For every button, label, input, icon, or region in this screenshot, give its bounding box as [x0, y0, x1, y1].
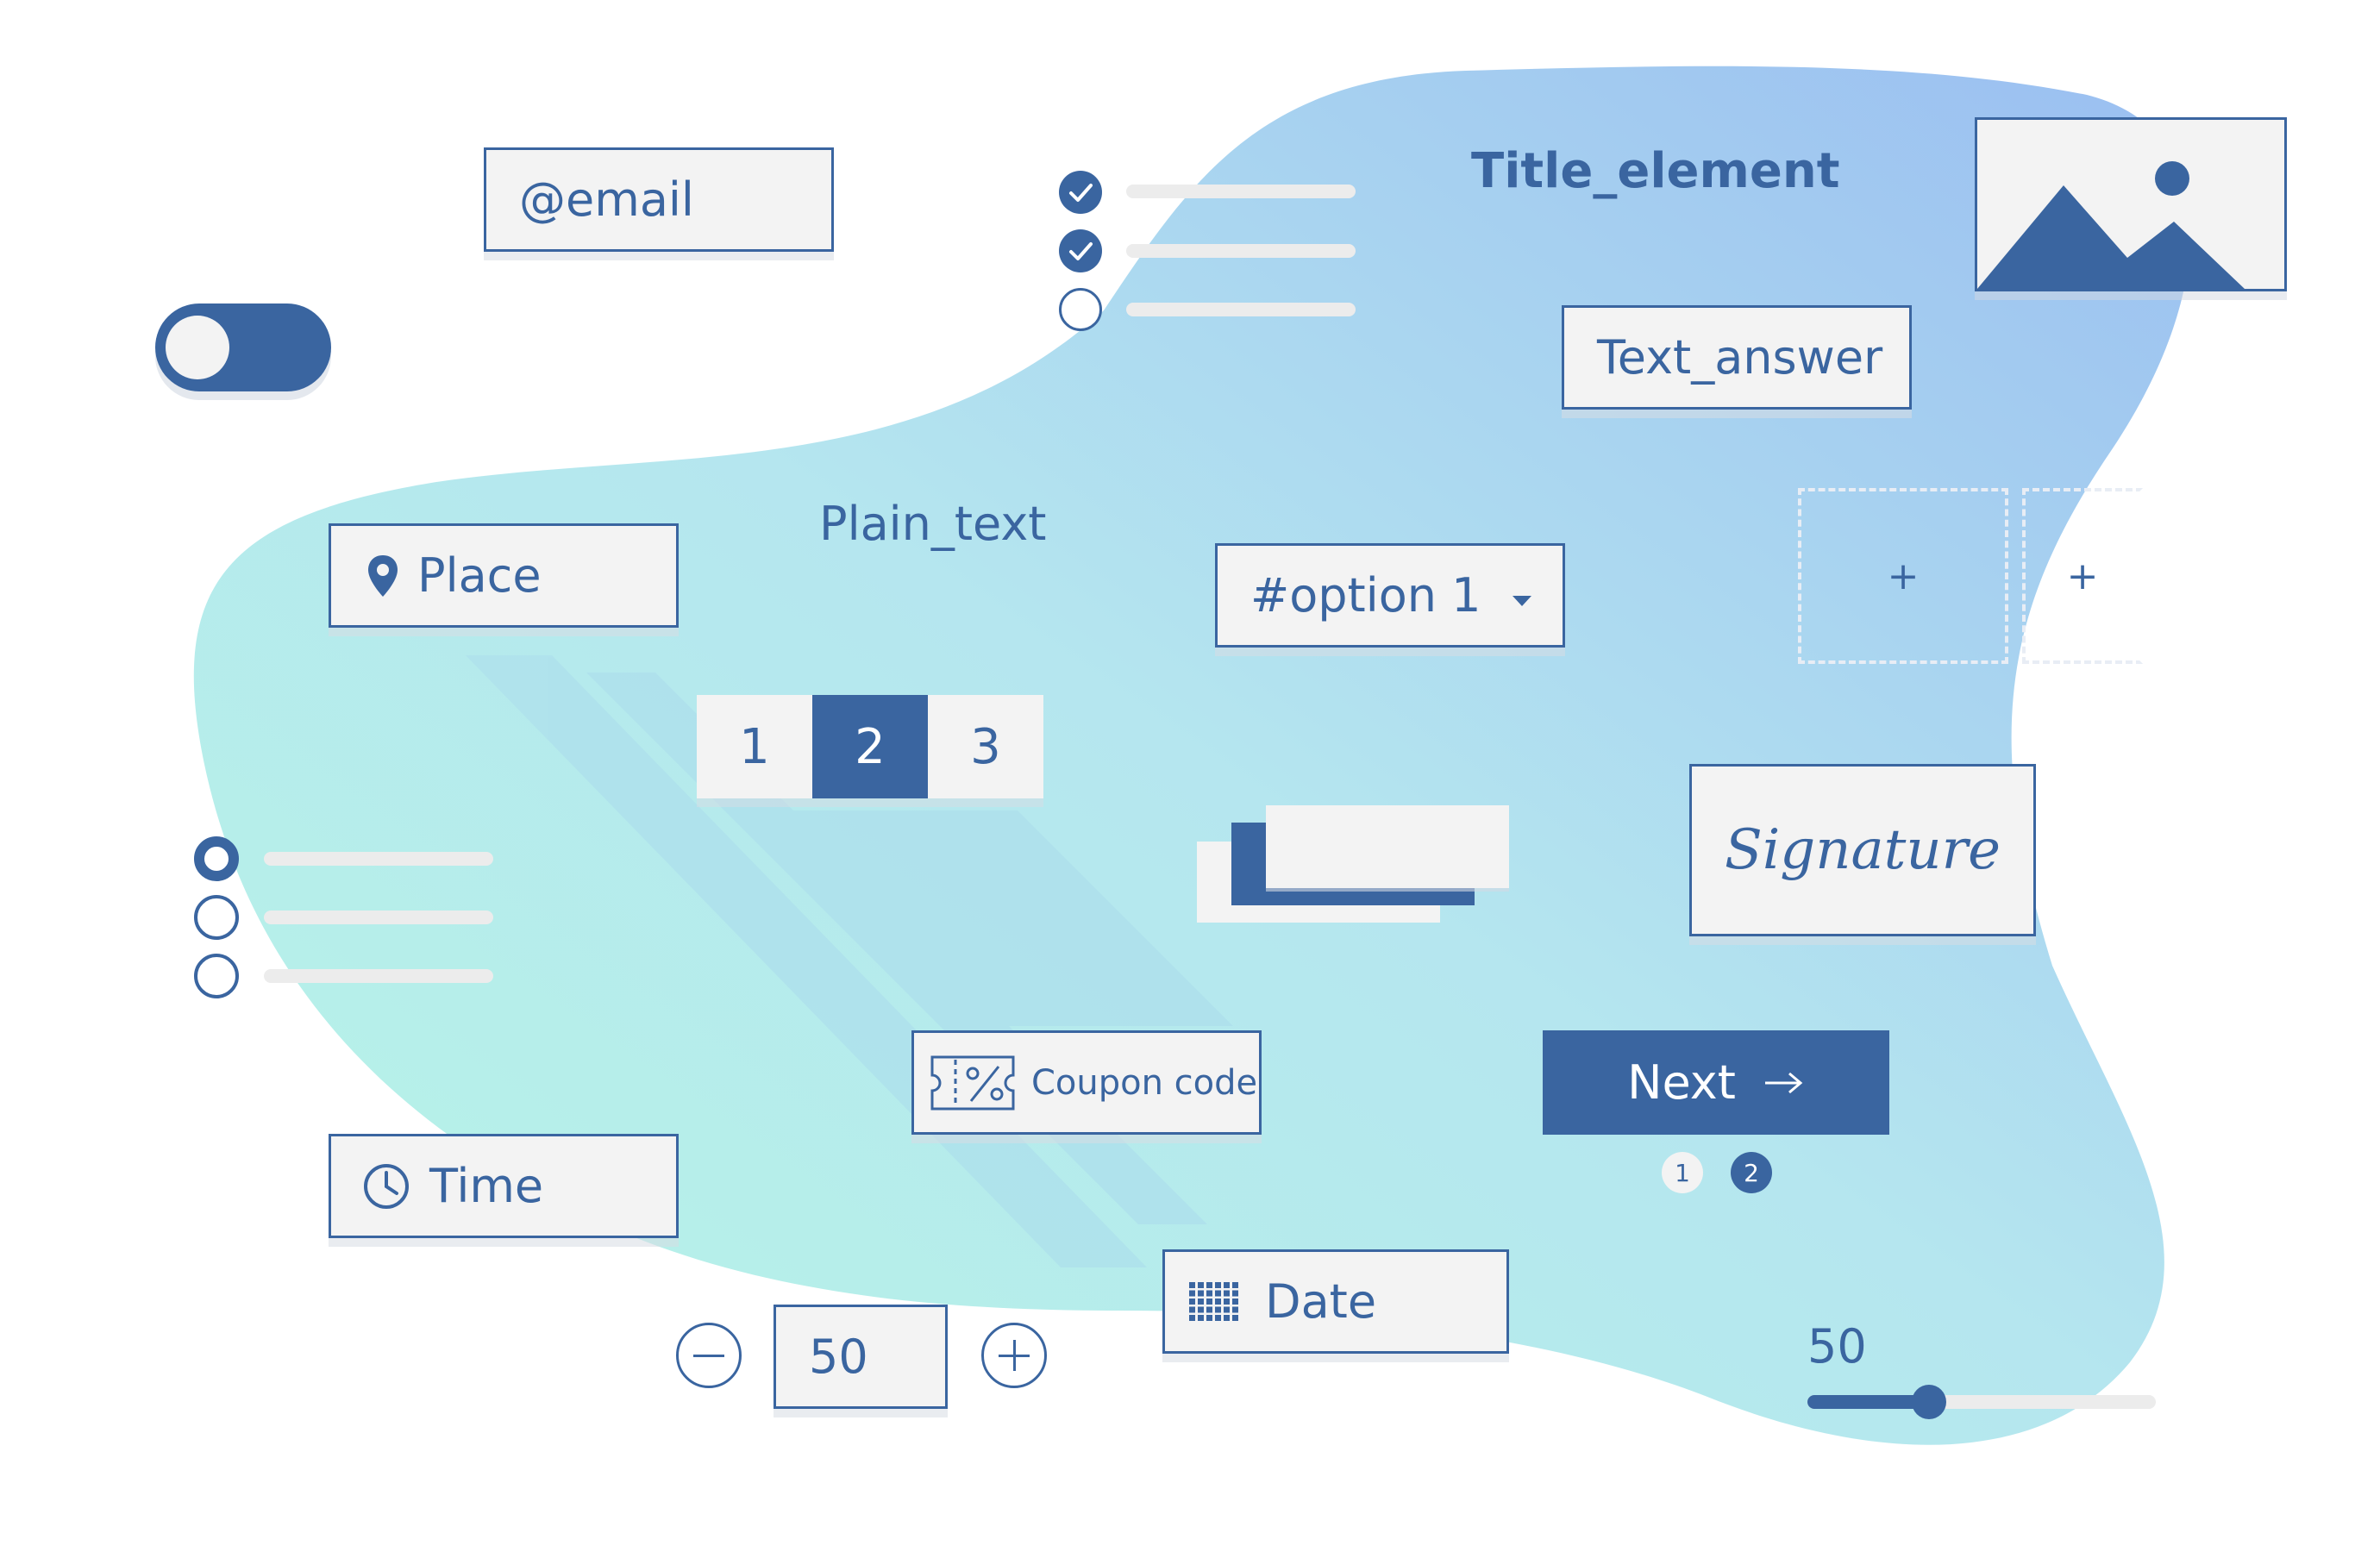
place-field[interactable]: Place — [329, 523, 679, 628]
coupon-code-field[interactable]: Coupon code — [911, 1030, 1262, 1135]
decrement-button[interactable] — [676, 1323, 742, 1388]
check-icon — [1069, 242, 1093, 260]
signature-text: Signature — [1724, 818, 2001, 882]
signature-field[interactable]: Signature — [1689, 764, 2036, 936]
time-field-text: Time — [429, 1159, 544, 1213]
radio-2-line — [264, 911, 493, 924]
checkbox-3[interactable] — [1059, 288, 1102, 331]
clock-icon — [364, 1163, 409, 1209]
stepper-value: 50 — [809, 1330, 868, 1384]
map-pin-icon — [368, 554, 398, 597]
checkbox-2[interactable] — [1059, 229, 1102, 272]
checkbox-1[interactable] — [1059, 171, 1102, 214]
coupon-percent-icon — [930, 1055, 1015, 1110]
checkbox-1-line — [1126, 185, 1356, 198]
text-answer-text: Text_answer — [1597, 330, 1883, 385]
radio-2[interactable] — [194, 895, 239, 940]
checkbox-3-line — [1126, 303, 1356, 316]
radio-1[interactable] — [194, 836, 239, 881]
image-placeholder[interactable] — [1975, 117, 2287, 291]
upload-plus-1: + — [1887, 554, 1920, 598]
place-field-text: Place — [417, 548, 542, 603]
slider-value: 50 — [1807, 1319, 1867, 1374]
quantity-stepper[interactable]: 50 — [774, 1305, 948, 1409]
plain-text: Plain_text — [819, 497, 1047, 551]
next-button[interactable]: Next — [1543, 1030, 1889, 1135]
date-field-text: Date — [1265, 1274, 1377, 1329]
date-field[interactable]: Date — [1162, 1249, 1509, 1354]
check-icon — [1069, 184, 1093, 202]
page-2-button[interactable]: 2 — [812, 695, 928, 798]
text-answer-field[interactable]: Text_answer — [1562, 305, 1912, 410]
email-field[interactable]: @email — [484, 147, 834, 252]
page-3-button[interactable]: 3 — [928, 695, 1043, 798]
coupon-code-text: Coupon code — [1031, 1062, 1258, 1103]
image-placeholder-icon — [1977, 161, 2245, 289]
pagination: 1 2 3 — [697, 695, 1043, 798]
calendar-grid-icon — [1189, 1281, 1238, 1321]
dropdown-value: #option 1 — [1250, 568, 1481, 623]
title-element: Title_element — [1471, 143, 1840, 199]
upload-box-1[interactable]: + — [1798, 488, 2008, 664]
step-dot-2[interactable]: 2 — [1731, 1152, 1772, 1193]
upload-plus-2: + — [2066, 554, 2099, 598]
step-dot-1[interactable]: 1 — [1662, 1152, 1703, 1193]
increment-button[interactable] — [981, 1323, 1047, 1388]
next-button-label: Next — [1627, 1055, 1736, 1110]
radio-3[interactable] — [194, 954, 239, 998]
time-field[interactable]: Time — [329, 1134, 679, 1238]
toggle-knob — [166, 316, 229, 379]
upload-box-2[interactable]: + — [2022, 488, 2143, 664]
arrow-right-icon — [1764, 1072, 1803, 1093]
caret-down-icon — [1513, 596, 1531, 606]
page-1-button[interactable]: 1 — [697, 695, 812, 798]
option-dropdown[interactable]: #option 1 — [1215, 543, 1565, 648]
slider-fill — [1807, 1395, 1930, 1409]
radio-1-line — [264, 852, 493, 866]
radio-3-line — [264, 969, 493, 983]
slider-track[interactable] — [1807, 1385, 2156, 1419]
email-field-text: @email — [519, 172, 694, 227]
toggle-switch[interactable] — [155, 304, 331, 391]
checkbox-2-line — [1126, 244, 1356, 258]
slider-handle[interactable] — [1912, 1385, 1947, 1419]
stacked-card-front — [1266, 805, 1509, 888]
